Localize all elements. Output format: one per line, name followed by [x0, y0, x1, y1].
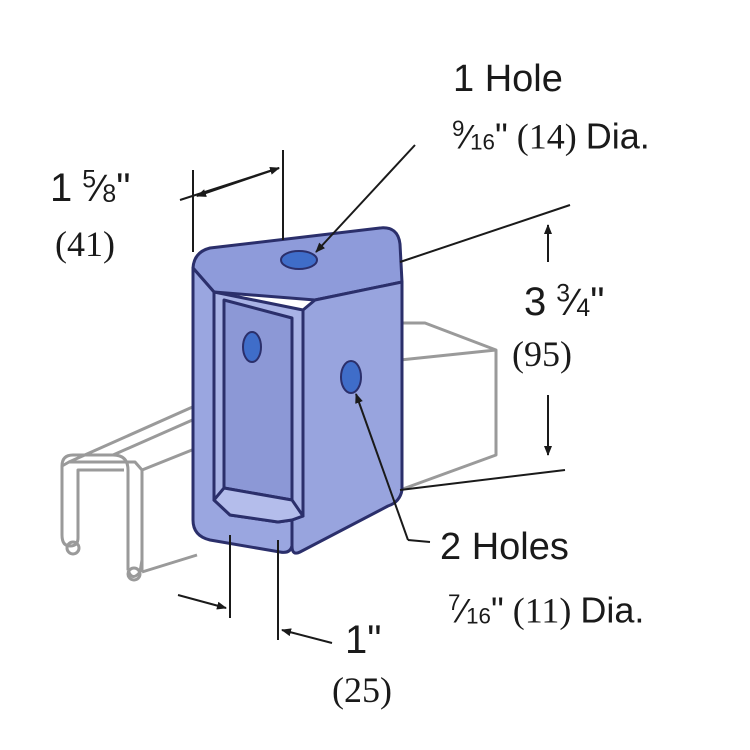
top-hole-size-num: 9	[452, 116, 465, 141]
side-holes-title: 2 Holes	[440, 526, 569, 568]
u-bracket	[191, 226, 404, 555]
side-holes-size-num: 7	[448, 590, 461, 615]
width-frac-num: 5	[82, 166, 97, 194]
top-hole-size-inch: "	[494, 115, 508, 157]
top-hole-size-mm: (14)	[516, 116, 577, 157]
top-hole-icon	[280, 250, 318, 270]
opening-dimension-inch: 1"	[345, 618, 382, 662]
height-dimension-inch: 3 3⁄4"	[524, 280, 605, 324]
side-holes-size-mm: (11)	[512, 590, 572, 631]
width-dimension-inch: 1 5⁄8"	[50, 166, 131, 210]
height-whole: 3	[524, 280, 547, 324]
height-inch-mark: "	[590, 280, 605, 324]
height-dimension-mm: (95)	[512, 334, 572, 374]
left-side-hole-icon	[242, 331, 262, 363]
side-holes-dia: Dia.	[580, 589, 645, 631]
channel-lip-right-icon	[126, 566, 142, 582]
top-hole-dia: Dia.	[585, 115, 650, 157]
width-whole: 1	[50, 166, 73, 210]
height-frac-num: 3	[556, 280, 571, 308]
top-hole-size: 9⁄16" (14) Dia.	[452, 115, 650, 157]
side-holes-size-inch: "	[490, 589, 504, 631]
channel-lip-left-icon	[65, 540, 81, 556]
side-holes-size: 7⁄16" (11) Dia.	[448, 589, 645, 631]
opening-dimension-mm: (25)	[332, 670, 392, 710]
top-hole-title: 1 Hole	[453, 58, 563, 100]
dimension-lines	[177, 144, 571, 644]
width-inch-mark: "	[116, 166, 131, 210]
height-frac-den: 4	[576, 295, 591, 323]
width-frac-den: 8	[102, 181, 117, 209]
width-dimension-mm: (41)	[55, 224, 115, 264]
right-side-hole-icon	[340, 360, 362, 394]
side-holes-size-den: 16	[466, 603, 491, 629]
top-hole-size-den: 16	[470, 129, 495, 155]
